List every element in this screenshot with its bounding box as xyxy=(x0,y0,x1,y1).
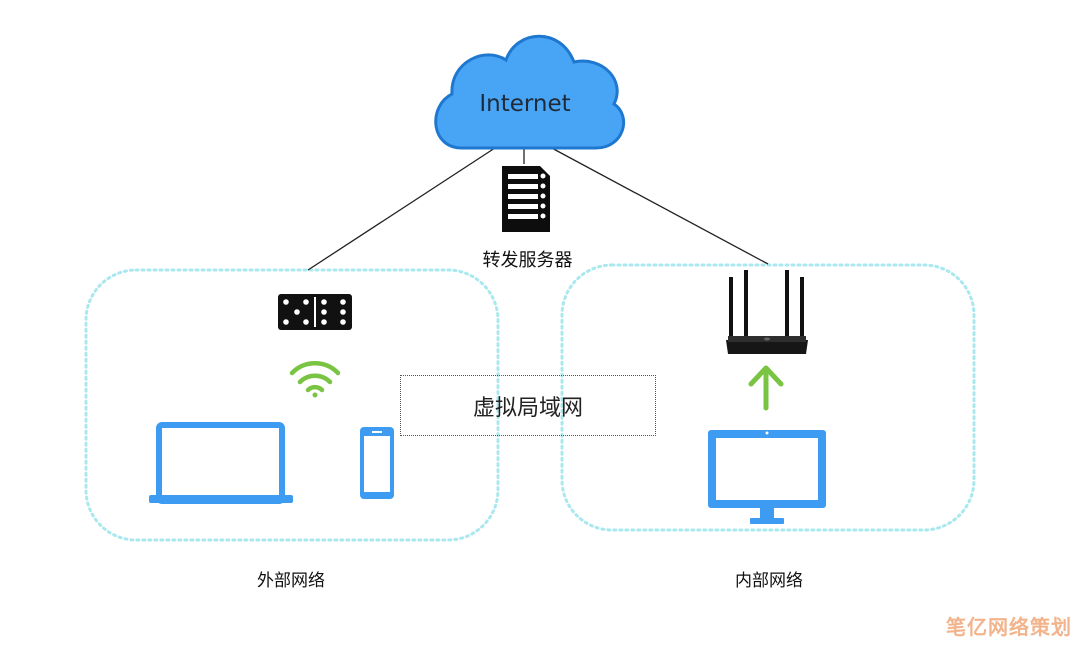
external-network-label: 外部网络 xyxy=(257,571,325,591)
link-cloud-external xyxy=(307,145,499,271)
internet-label: Internet xyxy=(479,91,571,117)
domino-icon xyxy=(278,294,352,330)
wifi-dot xyxy=(312,392,318,398)
virtual-lan-box: 虚拟局域网 xyxy=(400,375,656,436)
virtual-lan-label: 虚拟局域网 xyxy=(472,395,583,421)
watermark-text: 笔亿网络策划 xyxy=(946,615,1072,639)
internal-network-zone xyxy=(560,263,976,532)
phone-icon xyxy=(360,427,394,499)
arrow-up-icon xyxy=(748,365,784,411)
laptop-icon xyxy=(149,422,293,504)
cloud-icon xyxy=(434,34,626,150)
relay-server-label: 转发服务器 xyxy=(482,250,573,271)
monitor-icon xyxy=(708,430,826,524)
wifi-icon xyxy=(289,361,341,393)
internal-network-label: 内部网络 xyxy=(735,571,803,591)
external-network-zone xyxy=(84,268,500,542)
server-icon xyxy=(502,166,550,232)
router-icon xyxy=(726,270,808,354)
link-cloud-internal xyxy=(547,145,769,265)
